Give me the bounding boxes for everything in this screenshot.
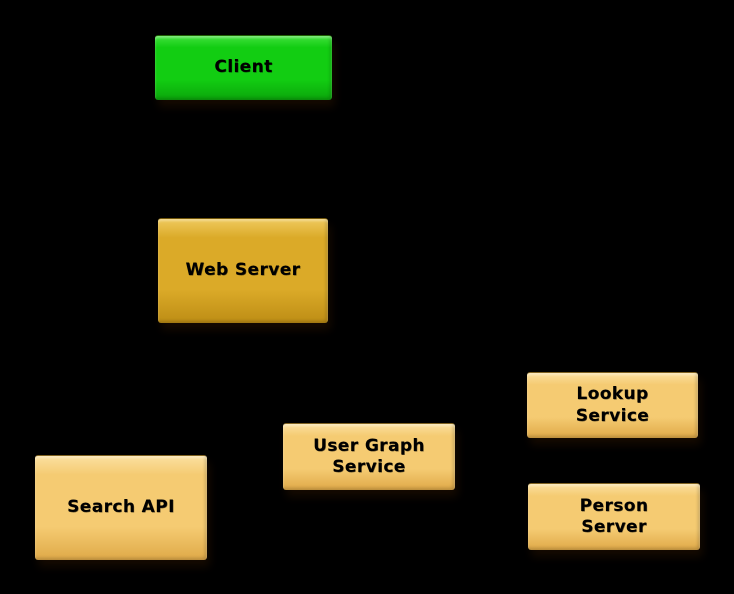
- node-lookup-service: Lookup Service: [527, 372, 698, 438]
- node-client: Client: [155, 35, 332, 100]
- node-person-server: Person Server: [528, 483, 700, 550]
- node-web-server: Web Server: [158, 218, 328, 323]
- node-user-graph-service: User Graph Service: [283, 423, 455, 490]
- node-label: User Graph Service: [313, 435, 425, 477]
- node-label: Client: [214, 57, 273, 78]
- node-label: Person Server: [579, 495, 649, 537]
- node-label: Search API: [67, 497, 175, 518]
- node-label: Lookup Service: [575, 384, 650, 426]
- node-search-api: Search API: [35, 455, 207, 560]
- node-label: Web Server: [185, 260, 301, 281]
